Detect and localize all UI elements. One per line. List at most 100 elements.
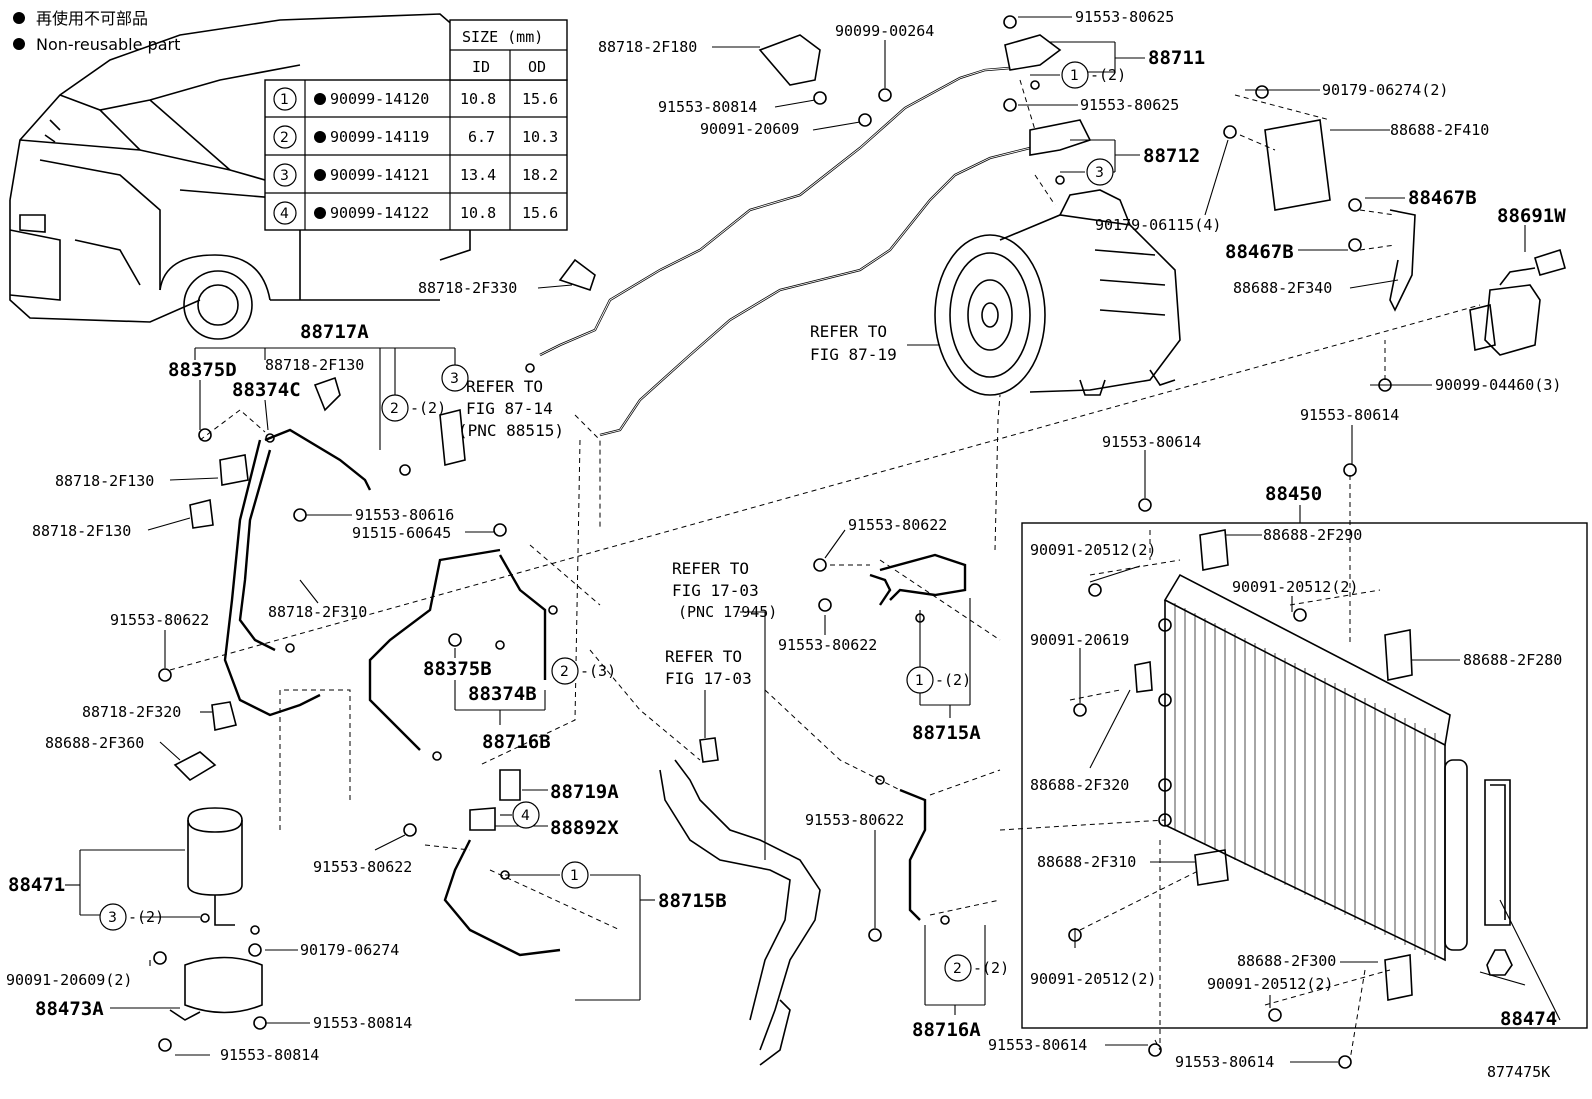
size-table-row: 4 90099-14122 10.8 15.6: [273, 201, 558, 225]
label-91553-80616: 91553-80616: [355, 506, 454, 524]
label-91553-80814-c: 91553-80814: [220, 1046, 319, 1064]
label-refer-fig-87-19-line2: FIG 87-19: [810, 345, 897, 364]
label-refer-fig-17-03-b-line1: REFER TO: [665, 647, 742, 666]
callout-88717A-3: 3: [441, 364, 469, 392]
part-labels: 88718-2F180 90099-00264 91553-80625 8871…: [6, 8, 1566, 1081]
label-91553-80622-a: 91553-80622: [848, 516, 947, 534]
size-table-col-id: ID: [472, 58, 490, 76]
callout-88711: 1 -(2): [1030, 61, 1126, 89]
condenser-assembly: [1021, 522, 1588, 1029]
label-88718-2F330: 88718-2F330: [418, 279, 517, 297]
svg-text:1: 1: [1070, 68, 1079, 84]
label-91553-80625-b: 91553-80625: [1080, 96, 1179, 114]
non-reusable-bullet-icon: [314, 169, 326, 181]
bolts: [153, 15, 1392, 1069]
condenser-core: [1174, 603, 1436, 960]
label-90091-20609: 90091-20609: [700, 120, 799, 138]
label-88715B: 88715B: [658, 890, 727, 912]
svg-text:-(2): -(2): [973, 959, 1009, 977]
label-88718-2F130-b: 88718-2F130: [55, 472, 154, 490]
label-91553-80625: 91553-80625: [1075, 8, 1174, 26]
label-90179-06274: 90179-06274: [300, 941, 399, 959]
size-table-row: 1 90099-14120 10.8 15.6: [273, 87, 558, 111]
row-part-number: 90099-14120: [330, 90, 429, 108]
label-88473A: 88473A: [35, 998, 104, 1020]
label-91553-80622-c: 91553-80622: [778, 636, 877, 654]
label-88471: 88471: [8, 874, 65, 896]
svg-text:1: 1: [915, 673, 924, 689]
pressure-switch: [1469, 248, 1566, 356]
label-91553-80814-b: 91553-80814: [313, 1014, 412, 1032]
row-part-number: 90099-14119: [330, 128, 429, 146]
label-88474: 88474: [1500, 1008, 1557, 1030]
row-od: 18.2: [522, 166, 558, 184]
compressor: [934, 189, 1181, 396]
label-88688-2F360: 88688-2F360: [45, 734, 144, 752]
svg-text:-(2): -(2): [1090, 66, 1126, 84]
label-refer-fig-17-03-a-line3: (PNC 17945): [678, 603, 777, 621]
label-refer-fig-17-03-a-line1: REFER TO: [672, 559, 749, 578]
label-91553-80614-a: 91553-80614: [1300, 406, 1399, 424]
label-refer-fig-17-03-b-line2: FIG 17-03: [665, 669, 752, 688]
row-number: 1: [280, 92, 289, 108]
label-91515-60645: 91515-60645: [352, 524, 451, 542]
non-reusable-bullet-icon: [314, 93, 326, 105]
label-refer-fig-87-19-line1: REFER TO: [810, 322, 887, 341]
o-rings: [200, 80, 1065, 935]
svg-text:-(3): -(3): [580, 662, 616, 680]
legend: 再使用不可部品 Non-reusable part: [13, 9, 180, 54]
label-90179-06115-4: 90179-06115(4): [1095, 216, 1221, 234]
pipes: [223, 34, 1092, 957]
legend-english: Non-reusable part: [36, 35, 180, 54]
svg-text:2: 2: [560, 664, 569, 680]
callout-88716B: 2 -(3): [551, 657, 616, 685]
row-number: 2: [280, 130, 289, 146]
label-88711: 88711: [1148, 47, 1205, 69]
label-refer-fig-87-14-line2: FIG 87-14: [466, 399, 553, 418]
non-reusable-bullet-icon: [314, 207, 326, 219]
callout-88715B: 1: [505, 861, 589, 889]
callout-88719A: 4: [500, 801, 540, 829]
svg-text:1: 1: [570, 868, 579, 884]
label-refer-fig-87-14-line1: REFER TO: [466, 377, 543, 396]
label-88450: 88450: [1265, 483, 1322, 505]
label-88719A: 88719A: [550, 781, 619, 803]
label-91553-80622-b: 91553-80622: [110, 611, 209, 629]
svg-text:3: 3: [1095, 165, 1104, 181]
label-refer-fig-17-03-a-line2: FIG 17-03: [672, 581, 759, 600]
svg-text:3: 3: [108, 910, 117, 926]
label-88718-2F310: 88718-2F310: [268, 603, 367, 621]
label-90091-20609-2: 90091-20609(2): [6, 971, 132, 989]
row-number: 4: [280, 206, 289, 222]
row-part-number: 90099-14121: [330, 166, 429, 184]
callout-88715A: 1 -(2): [906, 666, 971, 694]
size-table-col-od: OD: [528, 58, 546, 76]
size-table: SIZE (mm) ID OD 1 90099-14120 10.8 15.6 …: [264, 19, 568, 231]
label-88718-2F130-c: 88718-2F130: [32, 522, 131, 540]
size-table-header: SIZE (mm): [462, 28, 543, 46]
label-88712: 88712: [1143, 145, 1200, 167]
svg-text:-(2): -(2): [935, 671, 971, 689]
label-90091-20512-2a: 90091-20512(2): [1030, 541, 1156, 559]
label-88688-2F310: 88688-2F310: [1037, 853, 1136, 871]
svg-text:3: 3: [450, 371, 459, 387]
row-id: 13.4: [460, 166, 496, 184]
svg-text:4: 4: [521, 808, 530, 824]
label-88716A: 88716A: [912, 1019, 981, 1041]
label-90099-00264: 90099-00264: [835, 22, 934, 40]
non-reusable-bullet-icon: [13, 38, 25, 50]
row-od: 15.6: [522, 204, 558, 222]
label-90091-20512-2d: 90091-20512(2): [1207, 975, 1333, 993]
label-90091-20512-2b: 90091-20512(2): [1232, 578, 1358, 596]
callout-88717A-2: 2 -(2): [381, 394, 446, 422]
receiver-dryer: [1484, 779, 1513, 976]
dashed-leaders: [169, 79, 1481, 1061]
svg-text:-(2): -(2): [410, 399, 446, 417]
callout-88471: 3 -(2): [99, 903, 200, 931]
label-91553-80622-d: 91553-80622: [313, 858, 412, 876]
label-88718-2F130-top: 88718-2F130: [265, 356, 364, 374]
size-table-row: 2 90099-14119 6.7 10.3: [273, 125, 558, 149]
label-figure-code: 877475K: [1487, 1063, 1550, 1081]
callout-88716A: 2 -(2): [944, 954, 1009, 982]
